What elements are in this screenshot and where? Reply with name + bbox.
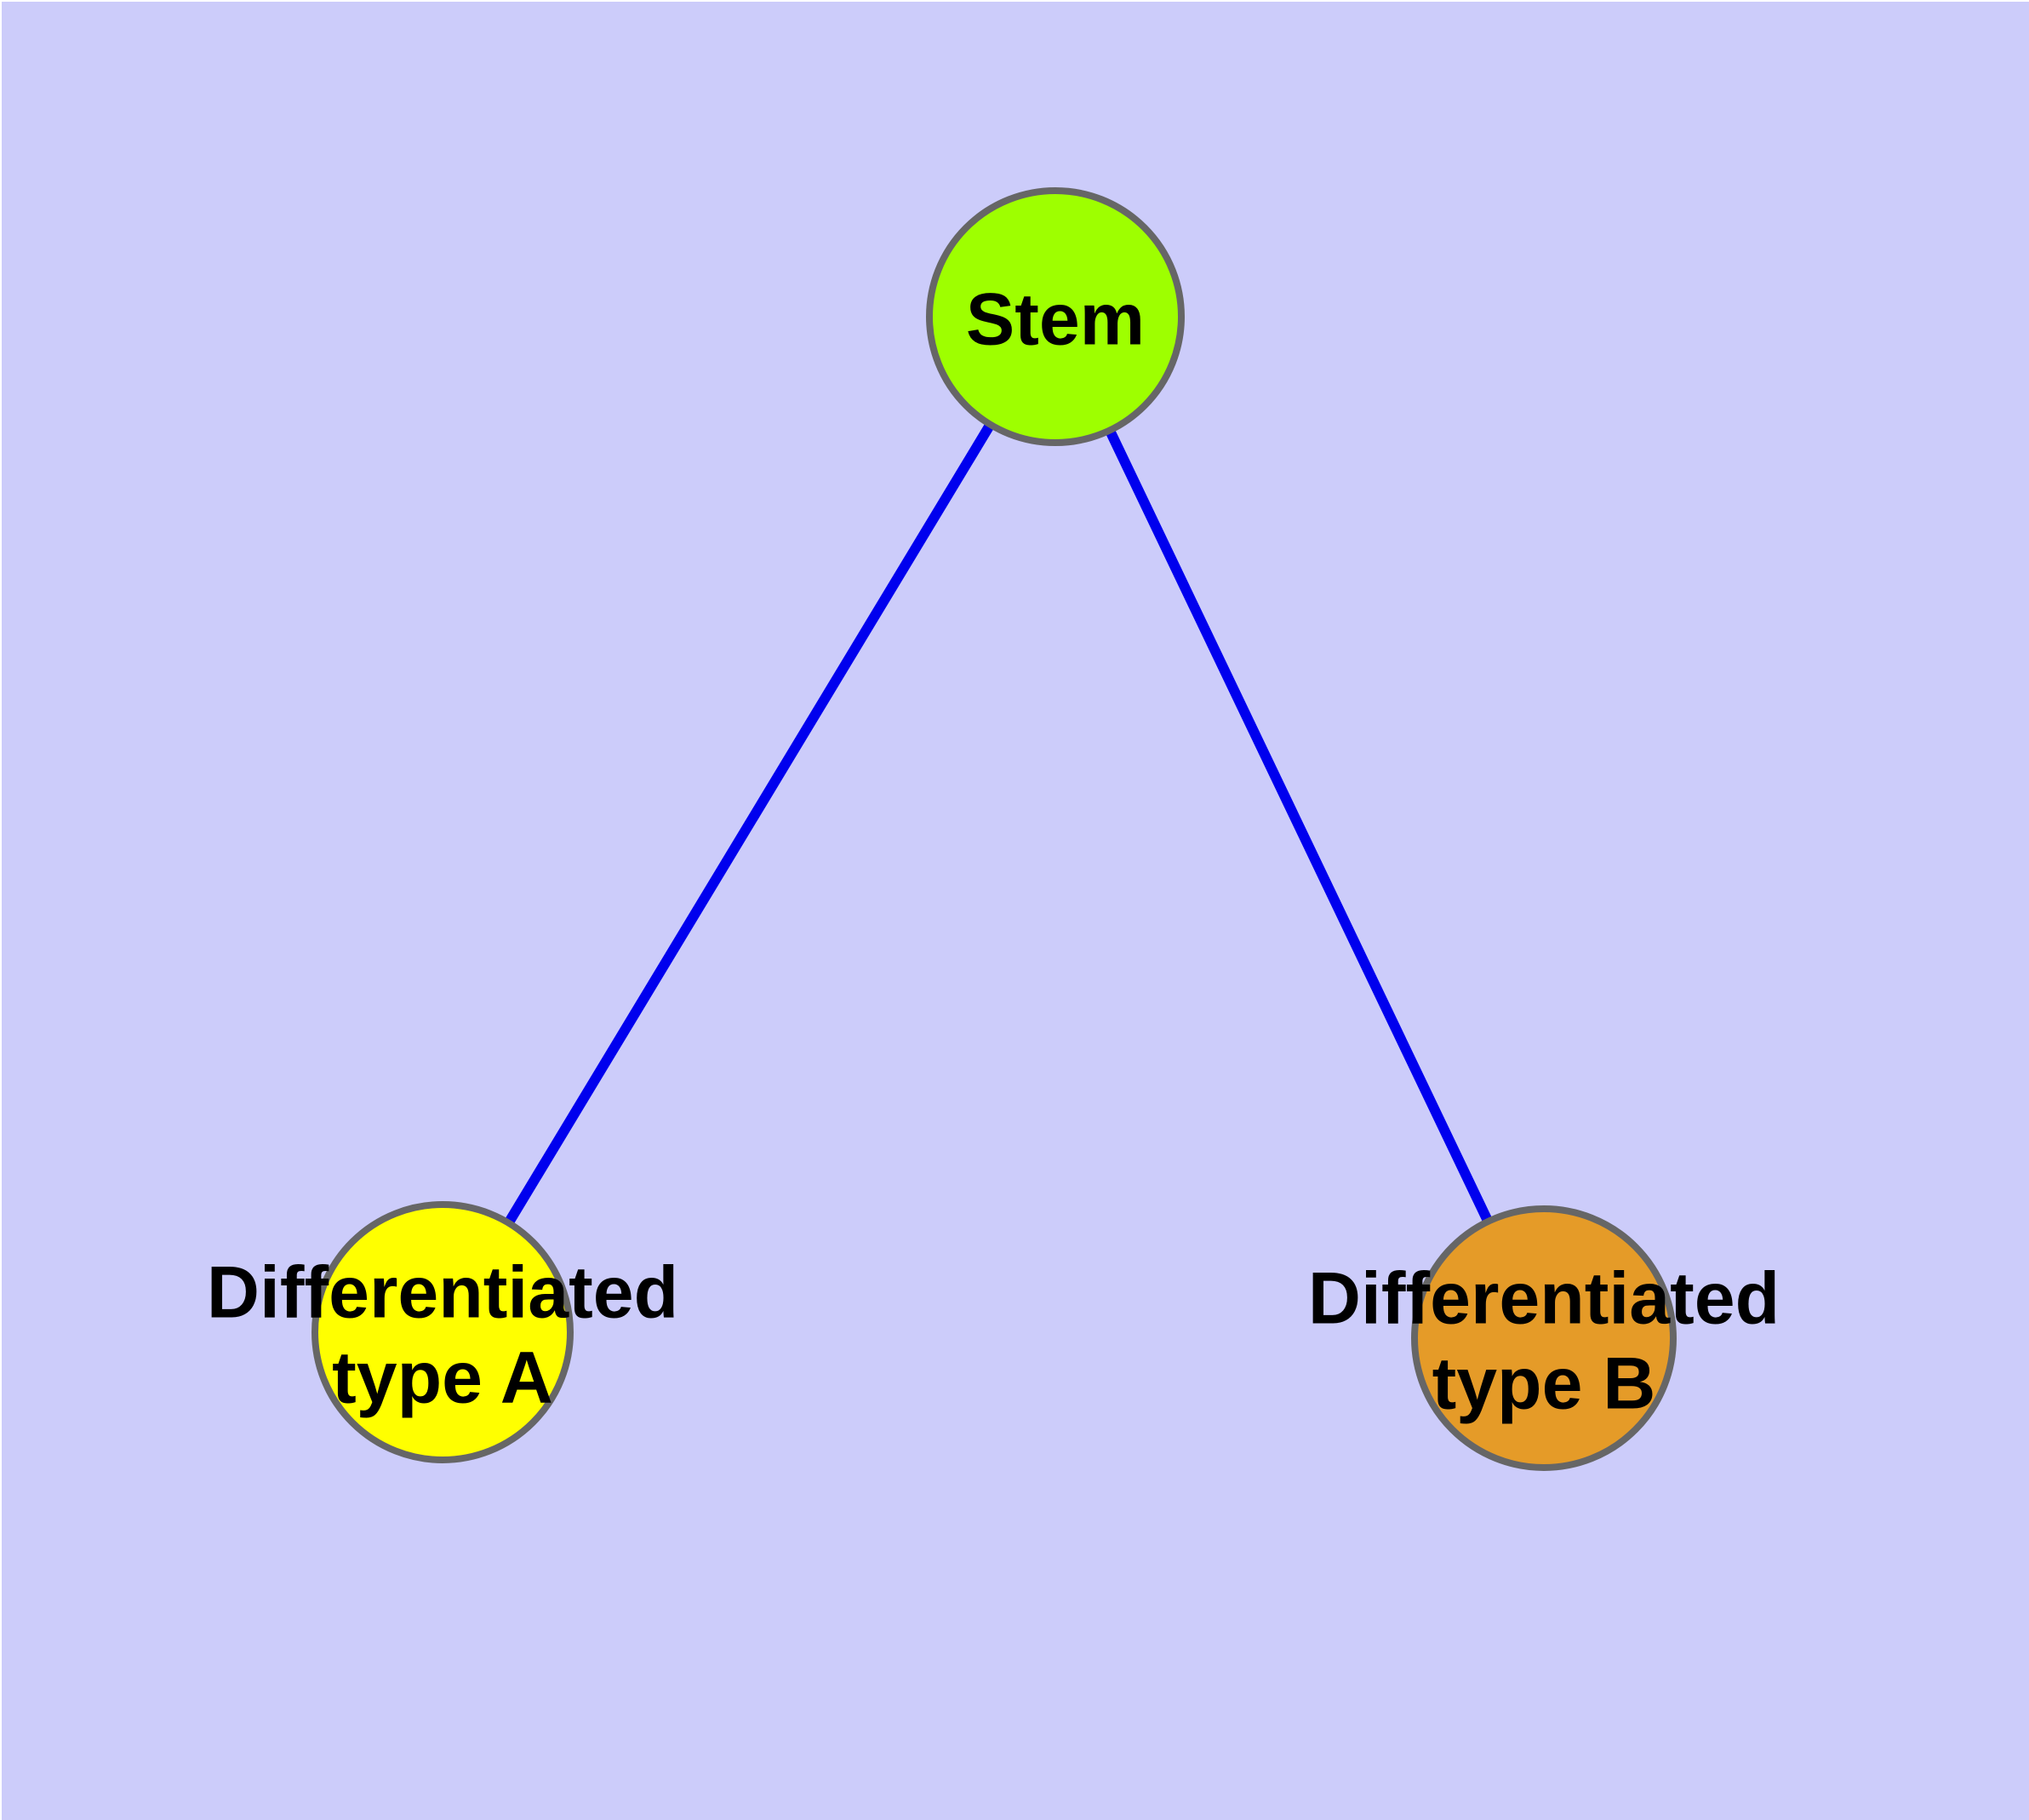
edge-stem-to-diff-b [1103, 421, 1495, 1230]
edge-layer [501, 416, 1495, 1232]
node-stem-circle[interactable] [926, 187, 1185, 446]
node-diff-b-label-line2: type B [1432, 1343, 1656, 1425]
node-diff-a[interactable]: Differentiated type A [207, 1201, 678, 1463]
edge-stem-to-diff-a [501, 416, 997, 1232]
node-stem-label: Stem [966, 279, 1145, 361]
node-diff-a-circle[interactable] [311, 1201, 574, 1463]
node-diff-b[interactable]: Differentiated type B [1308, 1205, 1780, 1471]
node-diff-b-label-line1: Differentiated [1308, 1258, 1780, 1340]
node-stem[interactable]: Stem [926, 187, 1185, 446]
node-diff-b-circle[interactable] [1411, 1205, 1677, 1471]
node-diff-a-label-line2: type A [332, 1337, 553, 1419]
node-layer: Stem Differentiated type A Differentiate… [207, 187, 1780, 1471]
node-diff-a-label-line1: Differentiated [207, 1252, 678, 1334]
